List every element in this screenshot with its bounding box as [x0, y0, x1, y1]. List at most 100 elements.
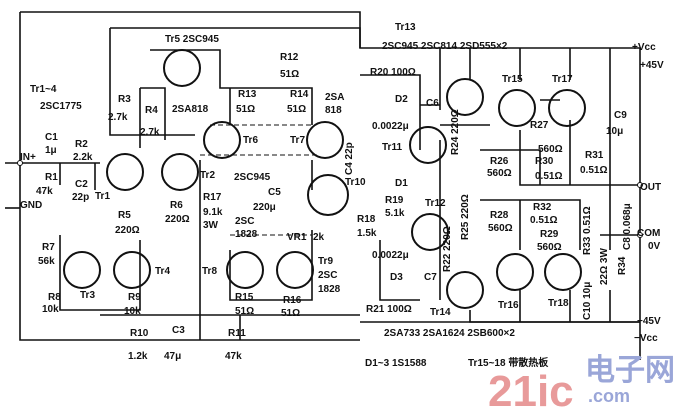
label-r30: R30 — [535, 156, 554, 167]
input-terminal — [17, 160, 23, 166]
label-r27-value: 560Ω — [538, 144, 563, 155]
label-r21: R21 100Ω — [366, 304, 412, 315]
label-r22: R22 220Ω — [442, 226, 453, 272]
label-gnd: GND — [20, 200, 42, 211]
label-2sc-tr8: 2SC — [235, 216, 254, 227]
label-r17-value: 9.1k — [203, 207, 223, 218]
label-r1: R1 — [45, 172, 58, 183]
label-2sa818-tr6: 2SA818 — [172, 104, 209, 115]
label-r16: R16 — [283, 295, 302, 306]
label-r11-value: 47k — [225, 351, 242, 362]
label-818-tr7: 818 — [325, 105, 342, 116]
label-r17: R17 — [203, 192, 222, 203]
label-r25: R25 220Ω — [460, 194, 471, 240]
label-tr7: Tr7 — [290, 135, 305, 146]
label-out: OUT — [640, 182, 661, 193]
label-c3-value: 47μ — [164, 351, 181, 362]
label-r9: R9 — [128, 292, 141, 303]
label-com: COM — [637, 228, 660, 239]
label-r12: R12 — [280, 52, 299, 63]
label-tr15: Tr15 — [502, 74, 523, 85]
label-r6: R6 — [170, 200, 183, 211]
label-tr9: Tr9 — [318, 256, 333, 267]
label-r26-value: 560Ω — [487, 168, 512, 179]
label-c10: C10 10μ — [582, 282, 593, 320]
label-r8: R8 — [48, 292, 61, 303]
label-r7-value: 56k — [38, 256, 55, 267]
label-tr16: Tr16 — [498, 300, 519, 311]
transistor-tr7 — [306, 121, 344, 159]
label-heatsink-note: Tr15~18 带散热板 — [468, 356, 549, 369]
label-r2-value: 2.2k — [73, 152, 93, 163]
watermark-domain: .com — [588, 386, 630, 406]
label-tr1: Tr1 — [95, 191, 110, 202]
label-r15-value: 51Ω — [235, 306, 254, 317]
label-tr18: Tr18 — [548, 298, 569, 309]
label-r10: R10 — [130, 328, 149, 339]
label-tr11: Tr11 — [382, 142, 402, 153]
label-1828-tr8: 1828 — [235, 229, 258, 240]
label-r2: R2 — [75, 139, 88, 150]
label-vr1: VR1 — [287, 232, 307, 243]
label-c4: C4 22p — [344, 142, 355, 175]
label-r1-value: 47k — [36, 186, 53, 197]
label-r24: R24 220Ω — [450, 109, 461, 155]
label-d2: D2 — [395, 94, 408, 105]
label-tr10: Tr10 — [345, 177, 366, 188]
label-r32-value: 0.51Ω — [530, 215, 557, 226]
label-c2-value: 22p — [72, 192, 89, 203]
label-c6-value: 0.0022μ — [372, 121, 409, 132]
label-r34: R34 — [617, 256, 628, 275]
label-tr12: Tr12 — [425, 198, 446, 209]
transistor-tr14 — [446, 271, 484, 309]
label-bottom-parts: 2SA733 2SA1624 2SB600×2 — [384, 328, 515, 339]
label-c1: C1 — [45, 132, 58, 143]
label-r13: R13 — [238, 89, 257, 100]
label-r7: R7 — [42, 242, 55, 253]
label-r29: R29 — [540, 229, 559, 240]
label-c1-value: 1μ — [45, 145, 57, 156]
label-r26: R26 — [490, 156, 509, 167]
label-r5-value: 220Ω — [115, 225, 140, 236]
transistor-tr17 — [548, 89, 586, 127]
label-r27: R27 — [530, 120, 549, 131]
transistor-tr15 — [498, 89, 536, 127]
label-r17-power: 3W — [203, 220, 219, 231]
transistor-tr16 — [496, 253, 534, 291]
transistor-tr18 — [544, 253, 582, 291]
transistor-tr13 — [446, 78, 484, 116]
label-0v: 0V — [648, 241, 661, 252]
label-tr17: Tr17 — [552, 74, 573, 85]
label-r31: R31 — [585, 150, 604, 161]
label-in: IN+ — [20, 152, 36, 163]
label-tr13: Tr13 — [395, 22, 416, 33]
transistor-tr11 — [409, 126, 447, 164]
label-r13-value: 51Ω — [236, 104, 255, 115]
label-r29-value: 560Ω — [537, 242, 562, 253]
transistors — [17, 49, 643, 309]
label-r6-value: 220Ω — [165, 214, 190, 225]
label-tr3: Tr3 — [80, 290, 95, 301]
label-r30-value: 0.51Ω — [535, 171, 562, 182]
label-c9: C9 — [614, 110, 627, 121]
label-r34-value: 22Ω 3W — [599, 248, 610, 285]
label-c8: C8 0.068μ — [622, 203, 633, 250]
transistor-tr12 — [411, 213, 449, 251]
label-2sa-tr7: 2SA — [325, 92, 344, 103]
label-r3-value: 2.7k — [108, 112, 128, 123]
com-terminal — [637, 232, 643, 238]
label-r18: R18 — [357, 214, 376, 225]
label-d3: D3 — [390, 272, 403, 283]
label-d1: D1 — [395, 178, 408, 189]
label-2sc-tr9: 2SC — [318, 270, 337, 281]
transistor-tr8 — [226, 251, 264, 289]
watermark-21ic: 21ic — [488, 367, 574, 407]
label-r14: R14 — [290, 89, 309, 100]
label-1828-tr9: 1828 — [318, 284, 341, 295]
label-vcc-pos: +Vcc — [632, 42, 656, 53]
label-r14-value: 51Ω — [287, 104, 306, 115]
label-r18-value: 1.5k — [357, 228, 377, 239]
label-r10-value: 1.2k — [128, 351, 148, 362]
label-tr4: Tr4 — [155, 266, 170, 277]
